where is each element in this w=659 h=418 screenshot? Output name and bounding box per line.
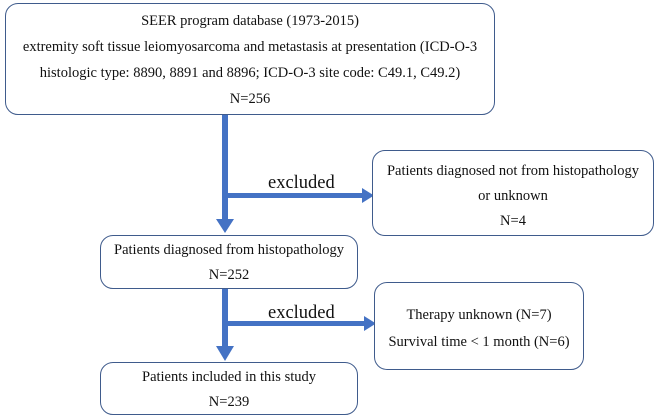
source-criteria-line-2: histologic type: 8890, 8891 and 8896; IC… <box>39 65 461 81</box>
arrow-to-exclusion-1 <box>228 188 374 203</box>
final-cohort-box: Patients included in this study N=239 <box>100 362 358 415</box>
exclusion-box-1: Patients diagnosed not from histopatholo… <box>372 150 654 236</box>
final-title: Patients included in this study <box>142 369 316 385</box>
source-criteria-line-1: extremity soft tissue leiomyosarcoma and… <box>22 39 478 55</box>
exclusion-2-line-1: Therapy unknown (N=7) <box>406 307 552 323</box>
source-database-box: SEER program database (1973-2015) extrem… <box>5 3 495 115</box>
exclusion-1-line-2: or unknown <box>478 188 548 204</box>
arrow-histopathology-to-final <box>216 289 234 361</box>
exclusion-1-line-1: Patients diagnosed not from histopatholo… <box>386 163 640 179</box>
source-title: SEER program database (1973-2015) <box>141 13 359 29</box>
exclusion-1-count: N=4 <box>500 213 526 229</box>
exclusion-2-line-2: Survival time < 1 month (N=6) <box>388 334 570 350</box>
source-count: N=256 <box>229 91 271 107</box>
histopathology-count: N=252 <box>208 267 250 283</box>
histopathology-box: Patients diagnosed from histopathology N… <box>100 235 358 289</box>
final-count: N=239 <box>208 394 250 410</box>
arrow-source-to-histopathology <box>216 115 234 233</box>
excluded-label-1: excluded <box>268 173 335 193</box>
histopathology-title: Patients diagnosed from histopathology <box>114 242 344 258</box>
excluded-label-2: excluded <box>268 303 335 323</box>
arrow-to-exclusion-2 <box>228 316 376 331</box>
exclusion-box-2: Therapy unknown (N=7) Survival time < 1 … <box>374 282 584 370</box>
